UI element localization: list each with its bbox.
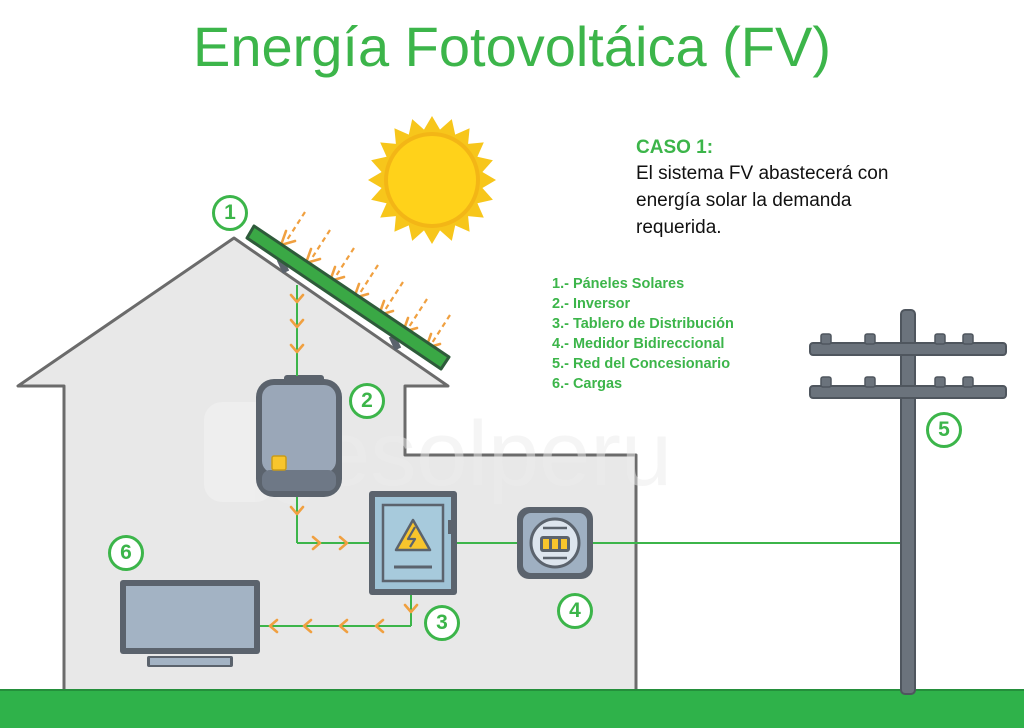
insulator bbox=[864, 333, 876, 345]
badge-utility-grid: 5 bbox=[926, 412, 962, 448]
legend-item-inverter: 2.- Inversor bbox=[552, 296, 631, 312]
page-title: Energía Fotovoltáica (FV) bbox=[192, 15, 832, 78]
arrow-head bbox=[338, 618, 349, 634]
legend-item-loads: 6.- Cargas bbox=[552, 376, 623, 392]
case-line: requerida. bbox=[636, 217, 722, 238]
legend-item-distribution-board: 3.- Tablero de Distribución bbox=[552, 316, 734, 332]
badge-loads: 6 bbox=[108, 535, 144, 571]
insulator bbox=[820, 376, 832, 388]
sun-icon bbox=[368, 116, 496, 244]
insulator bbox=[820, 333, 832, 345]
badge-bidirectional-meter: 4 bbox=[557, 593, 593, 629]
badge-distribution-board: 3 bbox=[424, 605, 460, 641]
insulator bbox=[962, 333, 974, 345]
case-heading: CASO 1: bbox=[636, 137, 714, 158]
inverter-icon bbox=[256, 375, 342, 497]
solar-panel-icon bbox=[245, 224, 451, 371]
pole-insulators bbox=[820, 333, 974, 388]
arrow-head bbox=[374, 618, 385, 634]
tv-icon bbox=[120, 580, 260, 667]
case-line: energía solar la demanda bbox=[636, 190, 852, 211]
arrow-segment bbox=[431, 314, 451, 344]
insulator bbox=[962, 376, 974, 388]
arrow-head bbox=[311, 535, 322, 551]
ground bbox=[0, 690, 1024, 728]
arrow-segment bbox=[359, 264, 379, 294]
arrow-segment bbox=[286, 211, 306, 241]
legend-item-solar-panels: 1.- Páneles Solares bbox=[552, 276, 685, 292]
arrow-segment bbox=[335, 247, 355, 277]
arrow-head bbox=[289, 343, 305, 354]
arrow-head bbox=[302, 618, 313, 634]
arrow-segment bbox=[408, 298, 428, 328]
insulator bbox=[864, 376, 876, 388]
arrow-head bbox=[268, 618, 279, 634]
arrow-segment bbox=[384, 281, 404, 311]
breaker-box-icon bbox=[369, 491, 457, 595]
case-line: El sistema FV abastecerá con bbox=[636, 163, 889, 184]
sunlight-arrows bbox=[279, 211, 451, 350]
energy-flow-arrows bbox=[260, 285, 419, 634]
case-description: CASO 1: El sistema FV abastecerá con ene… bbox=[636, 136, 976, 241]
arrow-head bbox=[338, 535, 349, 551]
utility-pole-icon bbox=[809, 309, 1007, 695]
arrow-segment bbox=[311, 229, 331, 259]
meter-icon bbox=[517, 507, 593, 579]
badge-inverter: 2 bbox=[349, 383, 385, 419]
insulator bbox=[934, 376, 946, 388]
component-legend: 1.- Páneles Solares 2.- Inversor 3.- Tab… bbox=[552, 274, 734, 394]
arrow-head bbox=[289, 293, 305, 304]
arrow-head bbox=[289, 505, 305, 516]
legend-item-bidirectional-meter: 4.- Medidor Bidireccional bbox=[552, 336, 725, 352]
badge-solar-panels: 1 bbox=[212, 195, 248, 231]
arrow-head bbox=[289, 318, 305, 329]
arrow-head bbox=[403, 603, 419, 614]
legend-item-utility-grid: 5.- Red del Concesionario bbox=[552, 356, 731, 372]
insulator bbox=[934, 333, 946, 345]
